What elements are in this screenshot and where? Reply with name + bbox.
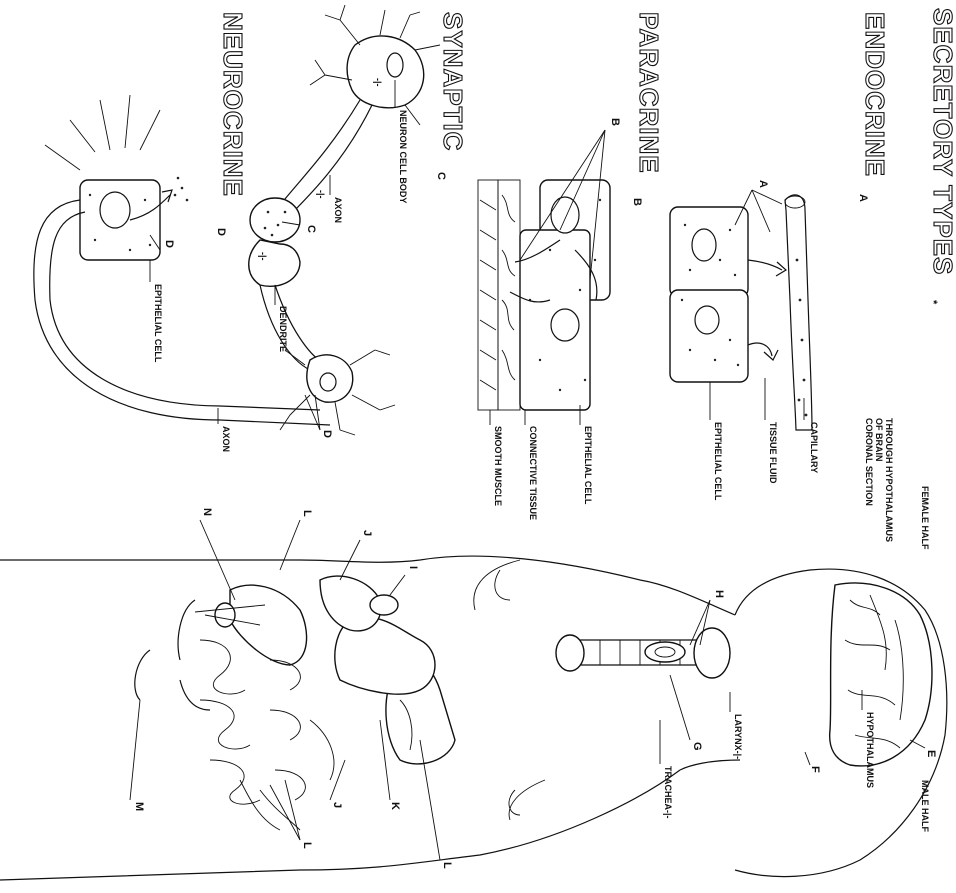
larynx-label: LARYNX-|-	[733, 714, 743, 759]
svg-text:L: L	[301, 510, 313, 517]
svg-text:A: A	[757, 180, 769, 188]
endocrine-diagram: A CAPILLARY TISSUE FLUID EPITHELIAL CELL	[670, 180, 819, 501]
svg-text:ENDOCRINE: ENDOCRINE	[860, 12, 890, 177]
svg-text:J: J	[331, 802, 343, 808]
svg-text:G: G	[691, 742, 703, 751]
endocrine-epithelial-label: EPITHELIAL CELL	[713, 422, 723, 501]
male-half-label: MALE HALF	[920, 780, 930, 832]
svg-text:-|-: -|-	[373, 78, 383, 87]
capillary-label: CAPILLARY	[809, 422, 819, 473]
endocrine-title: ENDOCRINE A	[857, 12, 890, 202]
paracrine-diagram: B EPITHELIAL CELL CONNECTIVE TISSUE SMOO…	[478, 118, 621, 520]
svg-text:M: M	[133, 802, 145, 811]
svg-text:H: H	[713, 590, 725, 598]
neurocrine-axon-label: AXON	[221, 426, 231, 452]
svg-text:-|-: -|-	[258, 252, 268, 261]
svg-text:K: K	[389, 802, 401, 810]
svg-text:F: F	[809, 766, 821, 773]
smooth-muscle-label: SMOOTH MUSCLE	[493, 426, 503, 506]
svg-text:L: L	[301, 842, 313, 849]
svg-text:D: D	[163, 240, 175, 248]
paracrine-title: PARACRINE B	[631, 12, 664, 206]
synaptic-title: SYNAPTIC C	[435, 12, 468, 180]
coronal-section-label-2: OF BRAIN	[874, 418, 884, 462]
coronal-section-label-3: THROUGH HYPOTHALAMUS	[884, 418, 894, 542]
neurocrine-epithelial-label: EPITHELIAL CELL	[153, 284, 163, 363]
svg-text:D: D	[215, 228, 227, 236]
svg-text:A: A	[857, 194, 869, 202]
svg-text:-|-: -|-	[316, 190, 326, 199]
endocrine-cell-2	[670, 290, 748, 382]
hypothalamus-label: HYPOTHALAMUS	[865, 712, 875, 788]
svg-text:B: B	[609, 118, 621, 126]
svg-text:PARACRINE: PARACRINE	[634, 12, 664, 174]
svg-text:*: *	[927, 300, 939, 305]
svg-text:SECRETORY TYPES: SECRETORY TYPES	[928, 8, 956, 275]
body-diagram: CORONAL SECTION OF BRAIN THROUGH HYPOTHA…	[0, 418, 947, 880]
trachea-label: TRACHEA-|-	[663, 766, 673, 819]
neuron-cell-body-label: NEURON CELL BODY	[398, 110, 408, 203]
svg-text:SYNAPTIC: SYNAPTIC	[438, 12, 468, 151]
svg-text:E: E	[925, 750, 937, 757]
svg-text:N: N	[201, 508, 213, 516]
svg-text:L: L	[441, 862, 453, 869]
torso-outline	[0, 556, 640, 580]
secretory-types-title: SECRETORY TYPES *	[927, 8, 956, 305]
synaptic-axon-label: AXON	[333, 197, 343, 223]
capillary-shape	[785, 195, 812, 430]
svg-text:D: D	[321, 430, 333, 438]
svg-text:C: C	[435, 172, 447, 180]
svg-text:J: J	[361, 530, 373, 536]
neurocrine-title: NEUROCRINE D	[215, 12, 248, 236]
synaptic-diagram: -|- -|- -|- C NEURON CELL BODY AXON DEND…	[249, 5, 440, 435]
female-half-label: FEMALE HALF	[920, 486, 930, 550]
svg-text:I: I	[407, 566, 419, 569]
svg-text:B: B	[631, 198, 643, 206]
dendrite-label: DENDRITE	[278, 306, 288, 352]
tissue-fluid-label: TISSUE FLUID	[768, 422, 778, 484]
svg-text:NEUROCRINE: NEUROCRINE	[218, 12, 248, 197]
paracrine-epithelial-label: EPITHELIAL CELL	[583, 426, 593, 505]
connective-tissue-label: CONNECTIVE TISSUE	[528, 426, 538, 520]
svg-text:C: C	[305, 225, 317, 233]
coronal-section-label-1: CORONAL SECTION	[864, 418, 874, 506]
